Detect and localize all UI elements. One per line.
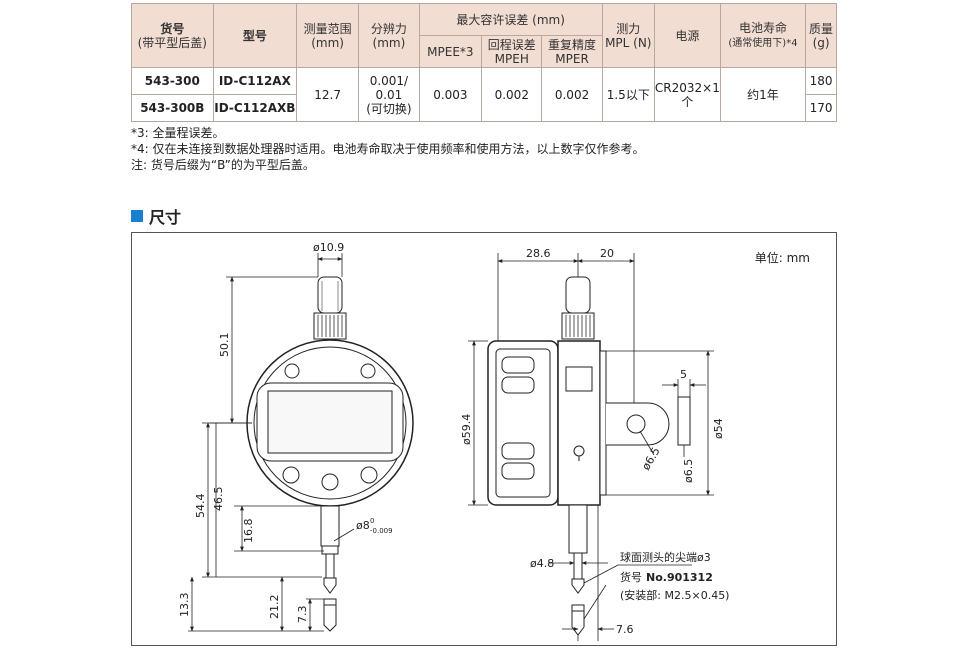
dim-168: 16.8 xyxy=(242,519,255,544)
spec-table: 货号(带平型后盖) 型号 测量范围(mm) 分辨力(mm) 最大容许误差 (mm… xyxy=(131,3,837,122)
dim-spindle-tol: 0 xyxy=(370,517,374,525)
footnote: *4: 仅在未连接到数据处理器时适用。电池寿命取决于使用频率和使用方法，以上数字… xyxy=(131,142,645,156)
dim-594: ø59.4 xyxy=(460,414,473,445)
dim-20: 20 xyxy=(600,247,614,260)
cell-mpeh: 0.002 xyxy=(481,67,543,122)
row-code: 543-300B xyxy=(131,94,214,122)
dim-286: 28.6 xyxy=(526,247,551,260)
dimension-drawing: 单位: mm xyxy=(131,232,837,646)
blue-square-icon xyxy=(131,210,143,222)
mount-label: (安装部: M2.5×0.45) xyxy=(620,588,729,602)
front-view xyxy=(246,276,414,632)
header-error-group: 最大容许误差 (mm) xyxy=(418,3,603,36)
dim-65b: ø6.5 xyxy=(682,459,695,483)
dim-stem-dia: ø10.9 xyxy=(313,241,344,254)
cell-range: 12.7 xyxy=(296,67,360,122)
tip-label: 球面测头的尖端ø3 xyxy=(620,550,711,564)
row-model: ID-C112AX xyxy=(212,67,298,95)
section-title-text: 尺寸 xyxy=(149,208,182,227)
side-view xyxy=(487,276,691,636)
front-dimension-labels: ø10.9 50.1 54.4 46.5 16.8 13.3 21.2 7.3 … xyxy=(178,241,393,623)
dim-73: 7.3 xyxy=(296,606,309,624)
dim-544: 54.4 xyxy=(194,494,207,519)
dim-spindle-tol: -0.009 xyxy=(370,527,393,535)
footnote: 注: 货号后缀为“B”的为平型后盖。 xyxy=(131,158,315,172)
header-power: 电源 xyxy=(653,3,721,68)
cell-mper: 0.002 xyxy=(541,67,603,122)
row-mass: 180 xyxy=(805,67,837,95)
header-resolution: 分辨力(mm) xyxy=(358,3,420,68)
footnotes: *3: 全量程误差。 *4: 仅在未连接到数据处理器时适用。电池寿命取决于使用频… xyxy=(131,125,645,173)
row-mass: 170 xyxy=(805,94,837,122)
dim-54: ø54 xyxy=(712,418,725,439)
cell-battery: 约1年 xyxy=(719,67,807,122)
header-model: 型号 xyxy=(212,3,298,68)
dim-48: ø4.8 xyxy=(530,557,554,570)
section-title: 尺寸 xyxy=(131,204,181,228)
cell-force: 1.5以下 xyxy=(601,67,655,122)
drawing-svg: ø10.9 50.1 54.4 46.5 16.8 13.3 21.2 7.3 … xyxy=(178,241,729,641)
dim-501: 50.1 xyxy=(218,333,231,358)
dim-76: 7.6 xyxy=(616,623,634,636)
footnote: *3: 全量程误差。 xyxy=(131,126,225,140)
header-code: 货号(带平型后盖) xyxy=(131,3,214,68)
cell-mpee: 0.003 xyxy=(418,67,483,122)
header-mpee: MPEE*3 xyxy=(418,35,483,68)
row-code: 543-300 xyxy=(131,67,214,95)
dim-spindle-dia: ø8 xyxy=(356,519,370,532)
dim-212: 21.2 xyxy=(268,595,281,620)
cell-resolution: 0.001/0.01(可切换) xyxy=(358,67,420,122)
part-prefix: 货号 xyxy=(620,570,642,584)
header-mass: 质量(g) xyxy=(805,3,837,68)
dim-133: 13.3 xyxy=(178,593,191,618)
header-range: 测量范围(mm) xyxy=(296,3,360,68)
unit-label: 单位: mm xyxy=(754,251,810,265)
header-battery: 电池寿命(通常使用下)*4 xyxy=(719,3,807,68)
row-model: ID-C112AXB xyxy=(212,94,298,122)
side-dimension-labels: 28.6 20 ø59.4 ø54 5 ø6.5 ø6.5 ø4.8 球面测头的… xyxy=(460,247,729,636)
dim-65a: ø6.5 xyxy=(639,445,662,472)
part-number: No.901312 xyxy=(646,571,713,584)
dim-465: 46.5 xyxy=(212,487,225,512)
dim-5: 5 xyxy=(680,368,687,381)
